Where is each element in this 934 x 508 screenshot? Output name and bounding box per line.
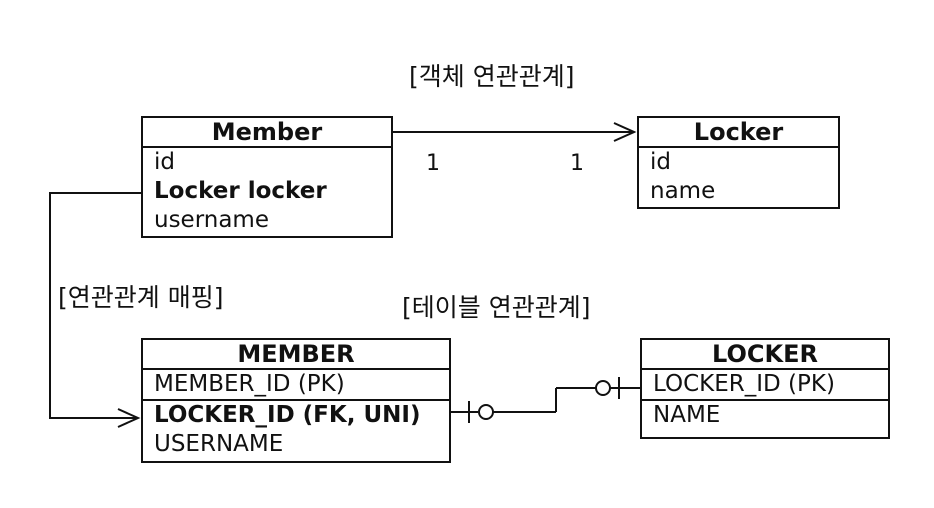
multiplicity-right: 1 [570,151,584,176]
table-relationship-line [450,377,640,423]
member-table-title: MEMBER [143,340,449,370]
locker-field-name: name [650,178,716,204]
member-table-username: USERNAME [154,431,284,457]
table-relation-label: [테이블 연관관계] [402,293,591,322]
locker-table-name: NAME [653,402,721,428]
locker-table-title: LOCKER [642,340,888,370]
locker-table-pk: LOCKER_ID (PK) [642,370,888,401]
association-arrow [392,122,637,142]
locker-table-box: LOCKER LOCKER_ID (PK) NAME [640,338,890,439]
member-table-fk: LOCKER_ID (FK, UNI) [154,402,421,428]
object-relation-label: [객체 연관관계] [409,62,575,91]
locker-entity-title: Locker [639,118,838,148]
mapping-label: [연관관계 매핑] [58,283,224,312]
member-field-id: id [154,149,175,175]
member-table-pk: MEMBER_ID (PK) [143,370,449,401]
member-field-username: username [154,207,269,233]
locker-entity-box: Locker id name [637,116,840,209]
locker-field-id: id [650,149,671,175]
multiplicity-left: 1 [426,151,440,176]
member-entity-box: Member id Locker locker username [141,116,393,238]
mapping-arrow [49,192,141,428]
member-field-locker: Locker locker [154,178,327,204]
member-entity-title: Member [143,118,391,148]
member-table-box: MEMBER MEMBER_ID (PK) LOCKER_ID (FK, UNI… [141,338,451,463]
